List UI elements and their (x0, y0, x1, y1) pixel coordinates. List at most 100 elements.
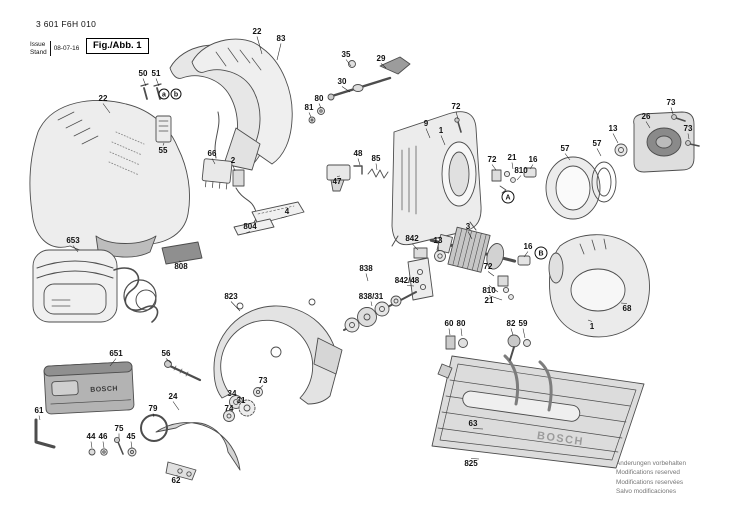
part-label-810: 810 (514, 166, 528, 175)
part-label-24: 24 (169, 392, 178, 401)
part-label-651: 651 (109, 349, 123, 358)
markers-layer: a bA B (158, 88, 548, 260)
part-label-56: 56 (162, 349, 171, 358)
part-label-57: 57 (593, 139, 602, 148)
marker-circle-a (158, 88, 170, 100)
part-label-83: 83 (277, 34, 286, 43)
part-label-804: 804 (243, 222, 257, 231)
part-label-55: 55 (159, 146, 168, 155)
part-label-21: 21 (508, 153, 517, 162)
field-stator (545, 143, 628, 220)
part-label-35: 35 (342, 50, 351, 59)
footer-note-en: Modifications reserved (616, 469, 680, 477)
blade-bolt-washers (164, 360, 263, 422)
spindle-washer-train (343, 291, 417, 333)
part-label-823: 823 (224, 292, 238, 301)
part-label-34: 34 (228, 389, 237, 398)
part-label-80: 80 (457, 319, 466, 328)
marker-circle-B (534, 246, 548, 260)
part-label-30: 30 (338, 77, 347, 86)
part-label-13: 13 (434, 236, 443, 245)
issue-label: Issue (30, 41, 46, 48)
part-label-47: 47 (333, 177, 342, 186)
part-label-1: 1 (439, 126, 444, 135)
part-label-44: 44 (87, 432, 96, 441)
document-number: 3 601 F6H 010 (36, 19, 97, 29)
bearing-bracket-cluster (407, 247, 446, 301)
marker-circle-A (501, 190, 515, 204)
issue-stand-block: Issue Stand 08-07-16 (30, 41, 80, 57)
part-label-838: 838 (359, 264, 373, 273)
part-label-1: 1 (590, 322, 595, 331)
part-label-68: 68 (623, 304, 632, 313)
battery-brand-text: BOSCH (90, 385, 118, 393)
part-label-16: 16 (524, 242, 533, 251)
part-label-16: 16 (529, 155, 538, 164)
part-label-57: 57 (561, 144, 570, 153)
part-label-62: 62 (172, 476, 181, 485)
part-label-810: 810 (482, 286, 496, 295)
part-label-825: 825 (464, 459, 478, 468)
figure-label-box: Fig./Abb. 1 (86, 38, 149, 54)
marker-label-b: b (174, 92, 178, 99)
switch-assembly (326, 164, 389, 192)
part-label-22: 22 (99, 94, 108, 103)
part-label-838/31: 838/31 (359, 292, 384, 301)
part-label-45: 45 (127, 432, 136, 441)
marker-circle-b (170, 88, 182, 100)
part-label-72: 72 (488, 155, 497, 164)
part-label-61: 61 (35, 406, 44, 415)
part-label-72: 72 (452, 102, 461, 111)
marker-label-a: a (162, 92, 166, 99)
end-cap (633, 111, 700, 173)
brush-cluster-upper (491, 167, 537, 194)
charger (32, 249, 159, 323)
plate-4 (251, 201, 305, 225)
part-label-51: 51 (152, 69, 161, 78)
part-label-842/48: 842/48 (395, 276, 420, 285)
lever-rod-assembly (308, 56, 411, 124)
issue-date: 08-07-16 (53, 45, 80, 53)
footer-note-es: Salvo modificaciones (616, 487, 677, 495)
marker-label-B: B (538, 251, 543, 258)
part-label-72: 72 (484, 262, 493, 271)
part-label-80: 80 (315, 94, 324, 103)
rear-cover (548, 234, 650, 338)
part-label-81: 81 (305, 103, 314, 112)
part-label-48: 48 (354, 149, 363, 158)
base-plate: BOSCH (431, 334, 645, 469)
handle-housing (169, 38, 293, 171)
part-label-79: 79 (149, 404, 158, 413)
part-label-59: 59 (519, 319, 528, 328)
marker-label-A: A (505, 195, 510, 202)
part-label-75: 75 (115, 424, 124, 433)
part-label-82: 82 (507, 319, 516, 328)
part-label-73: 73 (667, 98, 676, 107)
part-label-2: 2 (231, 156, 236, 165)
plate-804 (233, 218, 275, 236)
part-label-31: 31 (237, 396, 246, 405)
part-label-66: 66 (208, 149, 217, 158)
screws-50-51 (140, 83, 162, 100)
battery: BOSCH (43, 361, 135, 415)
part-label-73: 73 (684, 124, 693, 133)
part-label-808: 808 (174, 262, 188, 271)
part-label-63: 63 (469, 419, 478, 428)
part-label-9: 9 (424, 119, 429, 128)
lower-guard (140, 414, 241, 481)
part-label-3: 3 (466, 222, 471, 231)
part-label-85: 85 (372, 154, 381, 163)
armature (429, 226, 517, 273)
part-label-22: 22 (253, 27, 262, 36)
electronics-parts (155, 111, 257, 231)
part-label-73: 73 (259, 376, 268, 385)
part-label-46: 46 (99, 432, 108, 441)
footer-note-fr: Modifications reservées (616, 478, 684, 486)
motor-housing (391, 111, 482, 247)
footer-note-de: Änderungen vorbehalten (616, 460, 686, 467)
plate-808 (161, 241, 203, 265)
part-label-29: 29 (377, 54, 386, 63)
